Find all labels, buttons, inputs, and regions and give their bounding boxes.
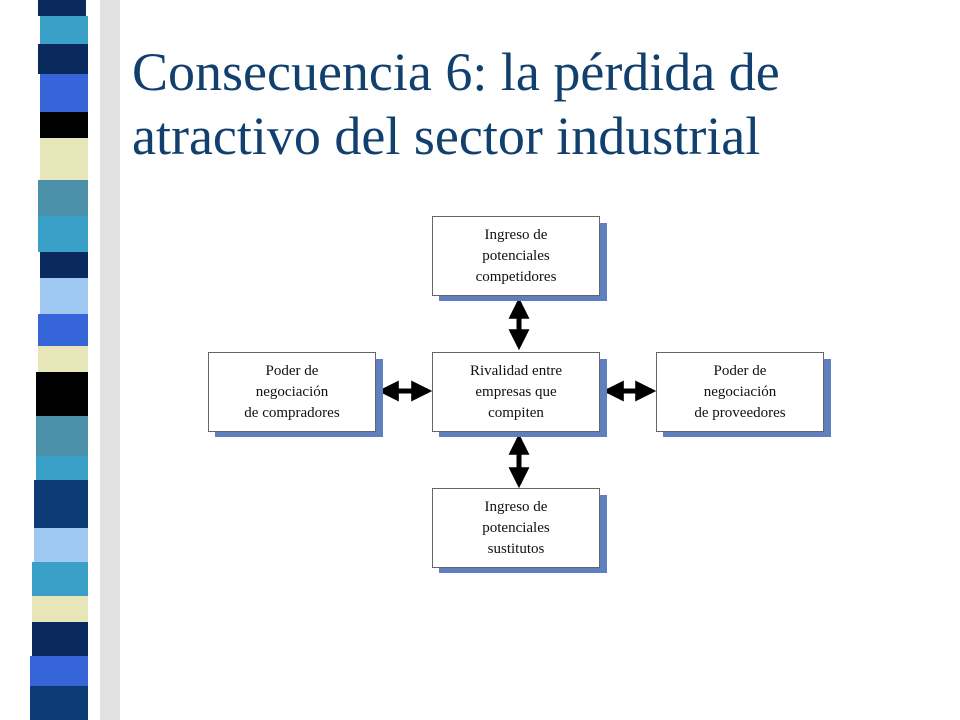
stripe-block bbox=[30, 686, 88, 720]
node-entrants-line: competidores bbox=[475, 268, 557, 285]
stripe-block bbox=[32, 562, 88, 596]
slide-title: Consecuencia 6: la pérdida de atractivo … bbox=[132, 40, 932, 168]
node-suppliers-line: de proveedores bbox=[694, 404, 786, 421]
stripe-block bbox=[38, 314, 88, 346]
node-buyers-line: negociación bbox=[255, 383, 329, 400]
stripe-block bbox=[36, 416, 88, 456]
stripe-block bbox=[38, 0, 86, 16]
stripe-block bbox=[38, 180, 88, 216]
stripe-block bbox=[40, 138, 88, 180]
stripe-block bbox=[30, 656, 88, 686]
node-entrants: Ingreso de potenciales competidores bbox=[432, 216, 608, 302]
node-buyers: Poder de negociación de compradores bbox=[208, 352, 384, 438]
stripe-block bbox=[32, 596, 88, 622]
stripe-block bbox=[38, 346, 88, 372]
node-suppliers: Poder de negociación de proveedores bbox=[656, 352, 832, 438]
node-rivalry-line: empresas que bbox=[475, 383, 557, 400]
node-entrants-line: potenciales bbox=[482, 247, 550, 264]
node-buyers-line: Poder de bbox=[265, 362, 319, 379]
node-buyers-line: de compradores bbox=[244, 404, 340, 421]
node-substitutes: Ingreso de potenciales sustitutos bbox=[432, 488, 608, 574]
decorative-stripe bbox=[0, 0, 120, 720]
slide-title-line: atractivo del sector industrial bbox=[132, 106, 761, 166]
node-rivalry-line: Rivalidad entre bbox=[469, 362, 563, 379]
stripe-block bbox=[40, 112, 88, 138]
stripe-block bbox=[38, 44, 88, 74]
node-entrants-line: Ingreso de bbox=[484, 226, 548, 243]
node-suppliers-line: negociación bbox=[703, 383, 777, 400]
stripe-block bbox=[40, 74, 88, 112]
node-suppliers-line: Poder de bbox=[713, 362, 767, 379]
node-substitutes-line: Ingreso de bbox=[484, 498, 548, 515]
stripe-block bbox=[40, 252, 88, 278]
node-rivalry: Rivalidad entre empresas que compiten bbox=[432, 352, 608, 438]
slide-title-line: Consecuencia 6: la pérdida de bbox=[132, 42, 780, 102]
node-substitutes-line: sustitutos bbox=[487, 540, 545, 557]
stripe-block bbox=[36, 372, 88, 416]
node-rivalry-line: compiten bbox=[488, 404, 544, 421]
stripe-block bbox=[38, 216, 88, 252]
stripe-block bbox=[34, 528, 88, 562]
stripe-block bbox=[40, 16, 88, 44]
stripe-block bbox=[40, 278, 88, 314]
stripe-block bbox=[36, 456, 88, 480]
node-substitutes-line: potenciales bbox=[482, 519, 550, 536]
stripe-block bbox=[34, 480, 88, 528]
stripe-block bbox=[32, 622, 88, 656]
